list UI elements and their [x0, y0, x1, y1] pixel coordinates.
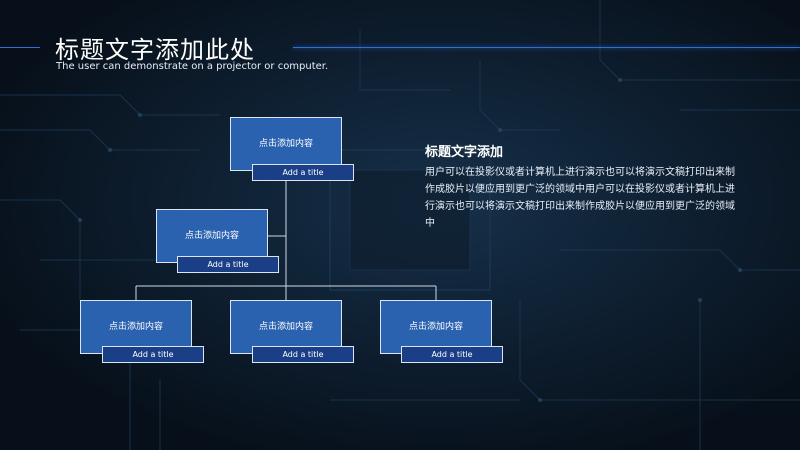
- page-subtitle: The user can demonstrate on a projector …: [56, 61, 329, 72]
- node-middle-card[interactable]: 点击添加内容: [156, 209, 268, 263]
- node-center-title[interactable]: Add a title: [252, 346, 354, 363]
- node-left-title[interactable]: Add a title: [102, 346, 204, 363]
- node-root-text: 点击添加内容: [258, 139, 313, 149]
- node-root-card[interactable]: 点击添加内容: [230, 117, 342, 171]
- text-block-heading: 标题文字添加: [425, 145, 504, 160]
- node-middle-text: 点击添加内容: [184, 231, 239, 241]
- node-right-title[interactable]: Add a title: [401, 346, 503, 363]
- node-right-card[interactable]: 点击添加内容: [380, 300, 492, 354]
- header-line-right: [293, 47, 800, 48]
- node-left-text: 点击添加内容: [108, 322, 163, 332]
- page-title: 标题文字添加此处: [55, 36, 255, 64]
- node-center-text: 点击添加内容: [258, 322, 313, 332]
- text-block: 标题文字添加 用户可以在投影仪或者计算机上进行演示也可以将演示文稿打印出来制作成…: [425, 141, 740, 232]
- node-right-text: 点击添加内容: [408, 322, 463, 332]
- header-line-left: [0, 47, 40, 48]
- node-middle-title[interactable]: Add a title: [177, 256, 279, 273]
- node-root-title[interactable]: Add a title: [252, 164, 354, 181]
- text-block-body: 用户可以在投影仪或者计算机上进行演示也可以将演示文稿打印出来制作成胶片以便应用到…: [425, 167, 735, 229]
